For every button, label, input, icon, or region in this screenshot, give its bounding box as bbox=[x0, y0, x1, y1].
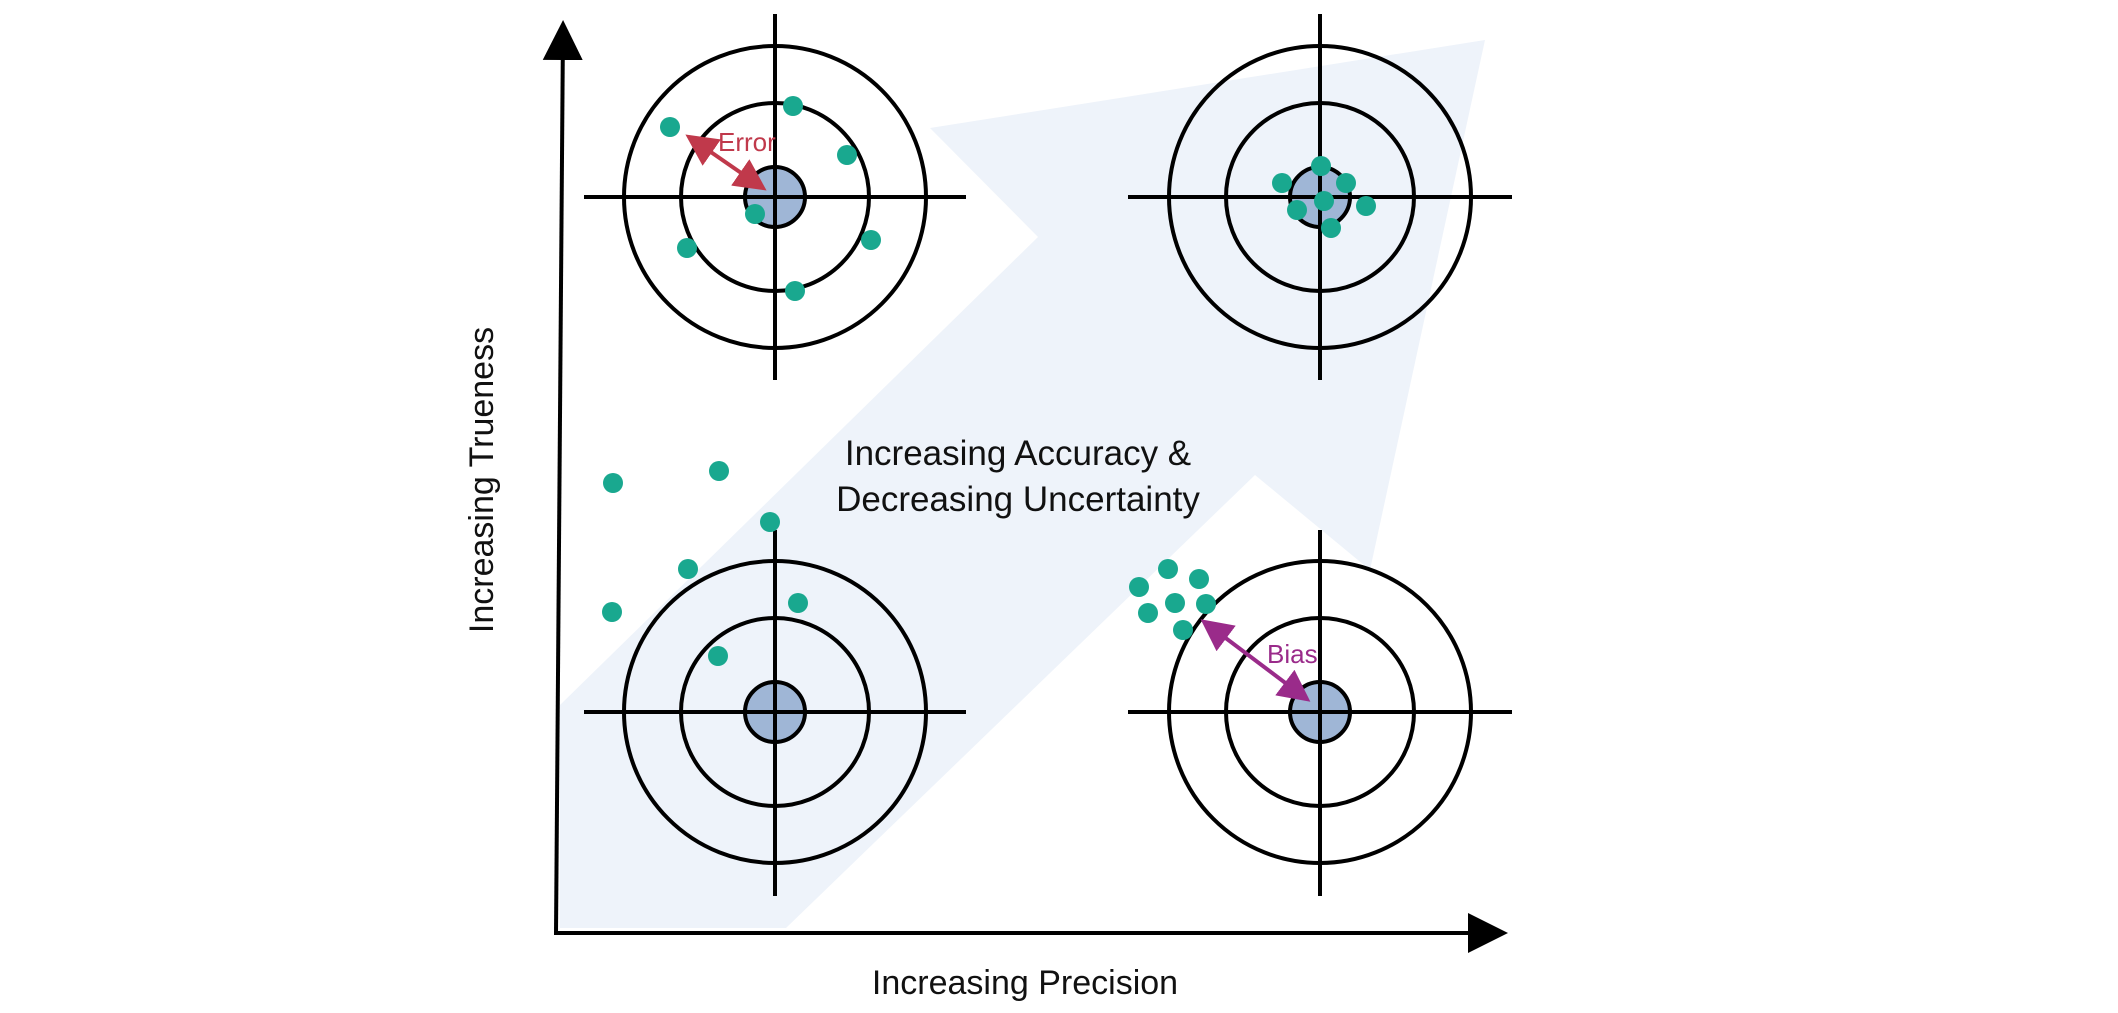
target-top-right bbox=[1128, 14, 1512, 380]
data-point bbox=[678, 559, 698, 579]
data-point bbox=[788, 593, 808, 613]
center-label-line1: Increasing Accuracy & bbox=[845, 434, 1191, 473]
error-arrow bbox=[685, 134, 767, 191]
data-point bbox=[1129, 577, 1149, 597]
center-label-line2: Decreasing Uncertainty bbox=[836, 480, 1200, 519]
target-bottom-right: Bias bbox=[1128, 530, 1512, 896]
bias-arrow bbox=[1200, 619, 1311, 702]
bias-label: Bias bbox=[1267, 639, 1318, 669]
data-point bbox=[677, 238, 697, 258]
data-point bbox=[1321, 218, 1341, 238]
axes bbox=[542, 20, 1508, 953]
data-point bbox=[1287, 200, 1307, 220]
data-point bbox=[785, 281, 805, 301]
data-points bbox=[1272, 156, 1376, 238]
target-top-left: Error bbox=[584, 14, 966, 380]
data-point bbox=[1138, 603, 1158, 623]
data-point bbox=[709, 461, 729, 481]
y-axis-label: Increasing Trueness bbox=[463, 327, 501, 633]
data-point bbox=[1336, 173, 1356, 193]
data-point bbox=[861, 230, 881, 250]
data-point bbox=[1189, 569, 1209, 589]
data-point bbox=[1173, 620, 1193, 640]
data-point bbox=[708, 646, 728, 666]
data-point bbox=[602, 602, 622, 622]
data-point bbox=[1314, 191, 1334, 211]
data-points bbox=[602, 461, 808, 666]
data-point bbox=[1272, 173, 1292, 193]
data-point bbox=[745, 204, 765, 224]
data-point bbox=[1158, 559, 1178, 579]
data-point bbox=[1165, 593, 1185, 613]
data-point bbox=[603, 473, 623, 493]
data-point bbox=[1196, 594, 1216, 614]
data-points bbox=[1129, 559, 1216, 640]
data-point bbox=[1356, 196, 1376, 216]
x-axis-label: Increasing Precision bbox=[872, 964, 1178, 1002]
target-bottom-left bbox=[584, 461, 966, 896]
data-point bbox=[1311, 156, 1331, 176]
y-axis bbox=[542, 20, 583, 934]
error-label: Error bbox=[718, 127, 776, 157]
data-point bbox=[783, 96, 803, 116]
data-point bbox=[760, 512, 780, 532]
data-point bbox=[660, 117, 680, 137]
data-points bbox=[660, 96, 881, 301]
data-point bbox=[837, 145, 857, 165]
